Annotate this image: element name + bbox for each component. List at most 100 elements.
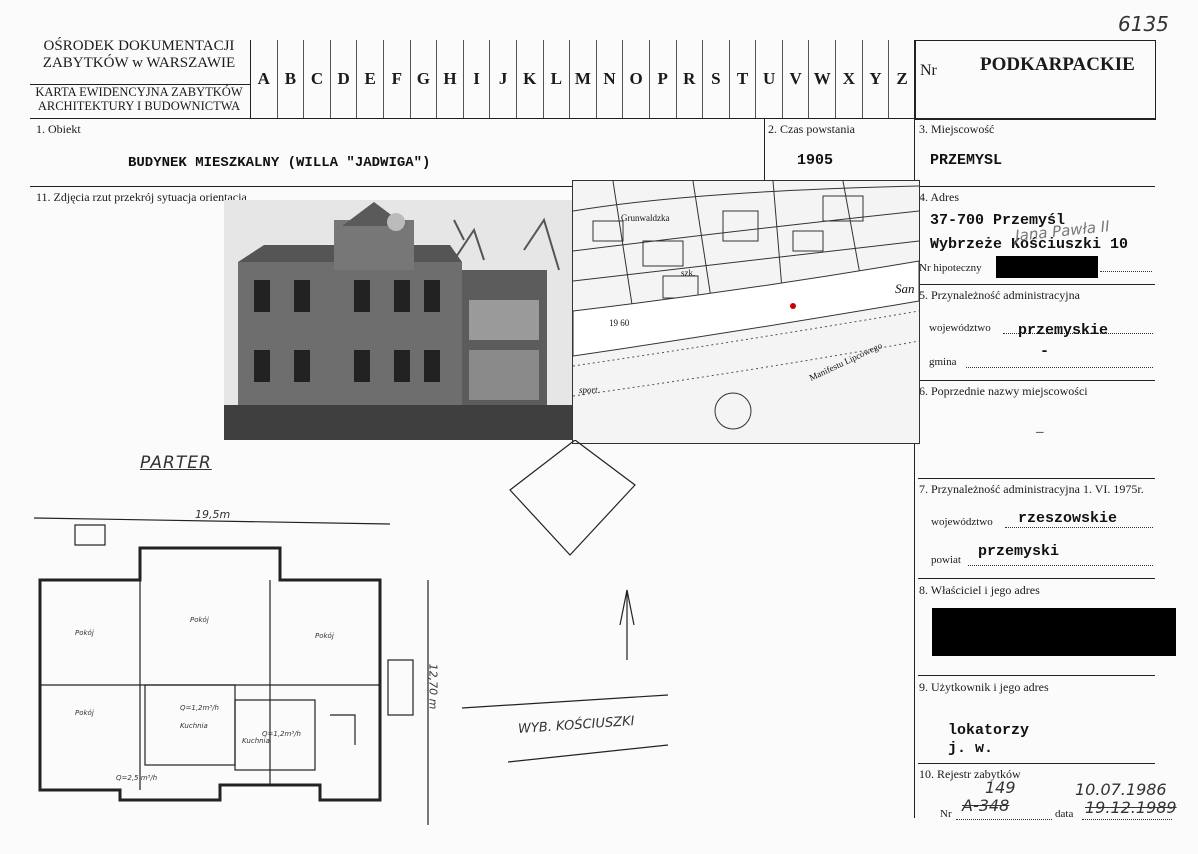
letter-m: M <box>570 40 597 118</box>
villa-window <box>424 350 440 382</box>
letter-o: O <box>623 40 650 118</box>
plan-title: PARTER <box>140 453 212 473</box>
letter-h: H <box>437 40 464 118</box>
adres-line2: Wybrzeże Kościuszki 10 <box>930 236 1129 253</box>
nr-label: Nr <box>920 62 937 79</box>
letter-b: B <box>278 40 305 118</box>
villa-window <box>294 350 310 382</box>
plan-area2: Q=1,2m³/h <box>262 730 301 738</box>
rejestr-label: 10. Rejestr zabytków <box>919 767 1021 781</box>
plan-width-dim: 19,5m <box>195 508 231 521</box>
letter-d: D <box>331 40 358 118</box>
rejestr-nr-new: 149 <box>985 778 1016 797</box>
plan-room4: Pokój <box>75 709 94 717</box>
rejestr-data-old: 19.12.1989 <box>1085 798 1177 817</box>
wojewodztwo-label: województwo <box>929 322 991 334</box>
letter-l: L <box>544 40 571 118</box>
wojewodztwo75-label: województwo <box>931 516 993 528</box>
plan-kitchen1: Kuchnia <box>180 722 208 730</box>
czas-label: 2. Czas powstania <box>768 122 855 136</box>
map-label-school: szk. <box>681 268 695 278</box>
villa-window <box>294 280 310 312</box>
letter-e: E <box>357 40 384 118</box>
letter-z: Z <box>896 69 908 88</box>
card-type: KARTA EWIDENCYJNA ZABYTKÓW ARCHITEKTURY … <box>35 85 243 113</box>
miejscowosc-value: PRZEMYSL <box>930 152 1003 169</box>
letter-k: K <box>517 40 544 118</box>
letter-f: F <box>384 40 411 118</box>
rejestr-nr-label: Nr <box>940 808 952 820</box>
uzytkownik-line1: lokatorzy <box>948 722 1030 739</box>
przynaleznosc-label: 5. Przynależność administracyjna <box>919 288 1080 302</box>
floor-plan: Pokój Pokój Pokój Pokój Kuchnia Kuchnia … <box>33 440 669 825</box>
letter-j: J <box>490 40 517 118</box>
letter-a: A <box>251 40 278 118</box>
rejestr-data-label: data <box>1055 808 1074 820</box>
letter-p: P <box>650 40 677 118</box>
map-label-street1: Grunwaldzka <box>621 213 669 223</box>
villa-window <box>394 350 410 382</box>
uzytkownik-label: 9. Użytkownik i jego adres <box>919 680 1049 694</box>
building-photo <box>224 200 572 440</box>
map-label-river: San <box>895 281 915 296</box>
letter-v: V <box>783 40 810 118</box>
wlasciciel-redacted <box>932 608 1176 656</box>
villa-window <box>254 280 270 312</box>
street-map: Grunwaldzka szk. San 19 60 sport Manifes… <box>573 181 919 443</box>
poprzednie-value: – <box>1036 424 1044 440</box>
letter-w: W <box>809 40 837 118</box>
villa-window <box>394 280 410 312</box>
map-label-coord: 19 60 <box>609 318 630 328</box>
letter-x: X <box>836 40 863 118</box>
letter-y: Y <box>863 40 890 118</box>
powiat-label: powiat <box>931 554 961 566</box>
villa-window <box>354 280 370 312</box>
villa-illustration <box>224 200 572 440</box>
hipoteczny-label: Nr hipoteczny <box>919 262 982 274</box>
wlasciciel-label: 8. Właściciel i jego adres <box>919 583 1040 597</box>
hipoteczny-redacted <box>996 256 1098 278</box>
adres-label: 4. Adres <box>919 190 959 204</box>
letter-n: N <box>597 40 624 118</box>
obiekt-label: 1. Obiekt <box>36 122 81 136</box>
plan-room2: Pokój <box>190 616 209 624</box>
card-number: 6135 <box>1118 12 1169 36</box>
org-name: OŚRODEK DOKUMENTACJI ZABYTKÓW w WARSZAWI… <box>42 38 236 71</box>
plan-room3: Pokój <box>315 632 334 640</box>
uzytkownik-line2: j. w. <box>948 740 994 757</box>
gmina-value: - <box>1040 343 1050 360</box>
letter-r: R <box>677 40 704 118</box>
letter-t: T <box>730 40 757 118</box>
gmina-label: gmina <box>929 356 957 368</box>
region-name: PODKARPACKIE <box>980 54 1135 75</box>
section11-label: 11. Zdjęcia rzut przekrój sytuacja orien… <box>36 190 247 204</box>
letter-c: C <box>304 40 331 118</box>
poprzednie-label: 6. Poprzednie nazwy miejscowości <box>919 384 1088 398</box>
przynaleznosc75-label: 7. Przynależność administracyjna 1. VI. … <box>919 482 1144 496</box>
letter-s: S <box>703 40 730 118</box>
adres-line1: 37-700 Przemyśl <box>930 212 1066 229</box>
plan-room1: Pokój <box>75 629 94 637</box>
plan-area1: Q=1,2m³/h <box>180 704 219 712</box>
czas-value: 1905 <box>797 152 834 169</box>
letter-g: G <box>411 40 438 118</box>
wojewodztwo-value: przemyskie <box>1018 322 1109 339</box>
plan-area3: Q=2,5 m³/h <box>116 774 157 782</box>
plan-kitchen2: Kuchnia <box>242 737 270 745</box>
powiat-value: przemyski <box>978 543 1060 560</box>
villa-window <box>354 350 370 382</box>
miejscowosc-label: 3. Miejscowość <box>919 122 995 136</box>
obiekt-value: BUDYNEK MIESZKALNY (WILLA "JADWIGA") <box>128 155 431 171</box>
rejestr-data-new: 10.07.1986 <box>1075 780 1167 799</box>
letter-i: I <box>464 40 491 118</box>
location-map: Grunwaldzka szk. San 19 60 sport Manifes… <box>572 180 920 444</box>
map-label-sport: sport <box>579 385 598 395</box>
region-box <box>914 40 1156 120</box>
villa-window <box>254 350 270 382</box>
rejestr-nr-old: A-348 <box>962 796 1010 815</box>
wojewodztwo75-value: rzeszowskie <box>1018 510 1118 527</box>
letter-u: U <box>756 40 783 118</box>
villa-window <box>424 280 440 312</box>
